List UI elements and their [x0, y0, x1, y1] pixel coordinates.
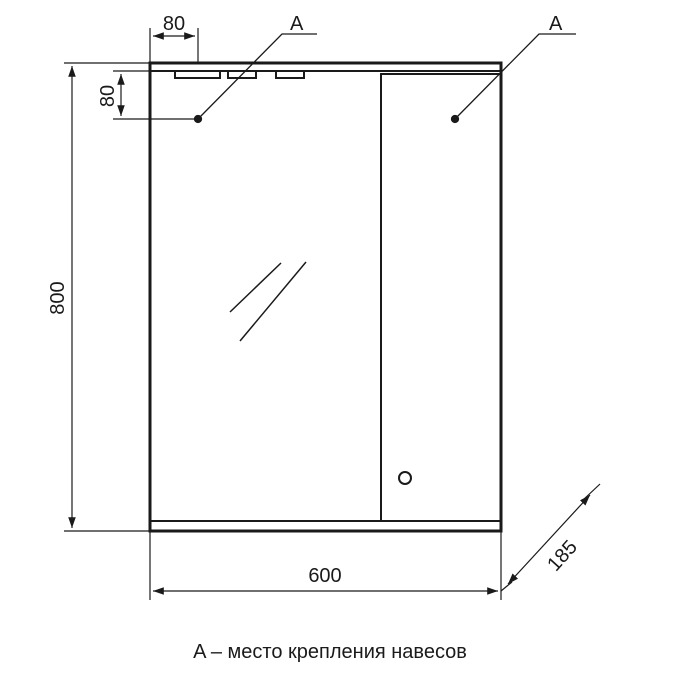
height-label: 800: [47, 281, 69, 314]
depth-label: 185: [543, 536, 582, 576]
callout-right-label: A: [549, 13, 563, 35]
mirror-reflection-2: [239, 261, 307, 342]
width-label: 600: [308, 565, 341, 587]
hinge-offset-y-label: 80: [97, 85, 119, 107]
light-fixture-2: [227, 70, 257, 79]
height-dimension: [64, 62, 150, 532]
door-knob: [398, 471, 412, 485]
cabinet-body: [148, 61, 503, 533]
legend-caption: A – место крепления навесов: [193, 641, 467, 663]
hinge-offset-y-dimension: [113, 70, 198, 120]
right-door: [380, 73, 502, 522]
callout-right: [450, 33, 576, 124]
depth-dimension: [500, 483, 601, 592]
cabinet-outline: [148, 61, 503, 533]
callout-left-label: A: [290, 13, 304, 35]
width-dimension: [149, 531, 502, 600]
hinge-offset-x-label: 80: [163, 13, 185, 35]
light-fixture-1: [174, 70, 221, 79]
hinge-offset-x-dimension: [149, 28, 199, 63]
light-fixture-3: [275, 70, 305, 79]
mirror-reflection-1: [229, 262, 282, 313]
